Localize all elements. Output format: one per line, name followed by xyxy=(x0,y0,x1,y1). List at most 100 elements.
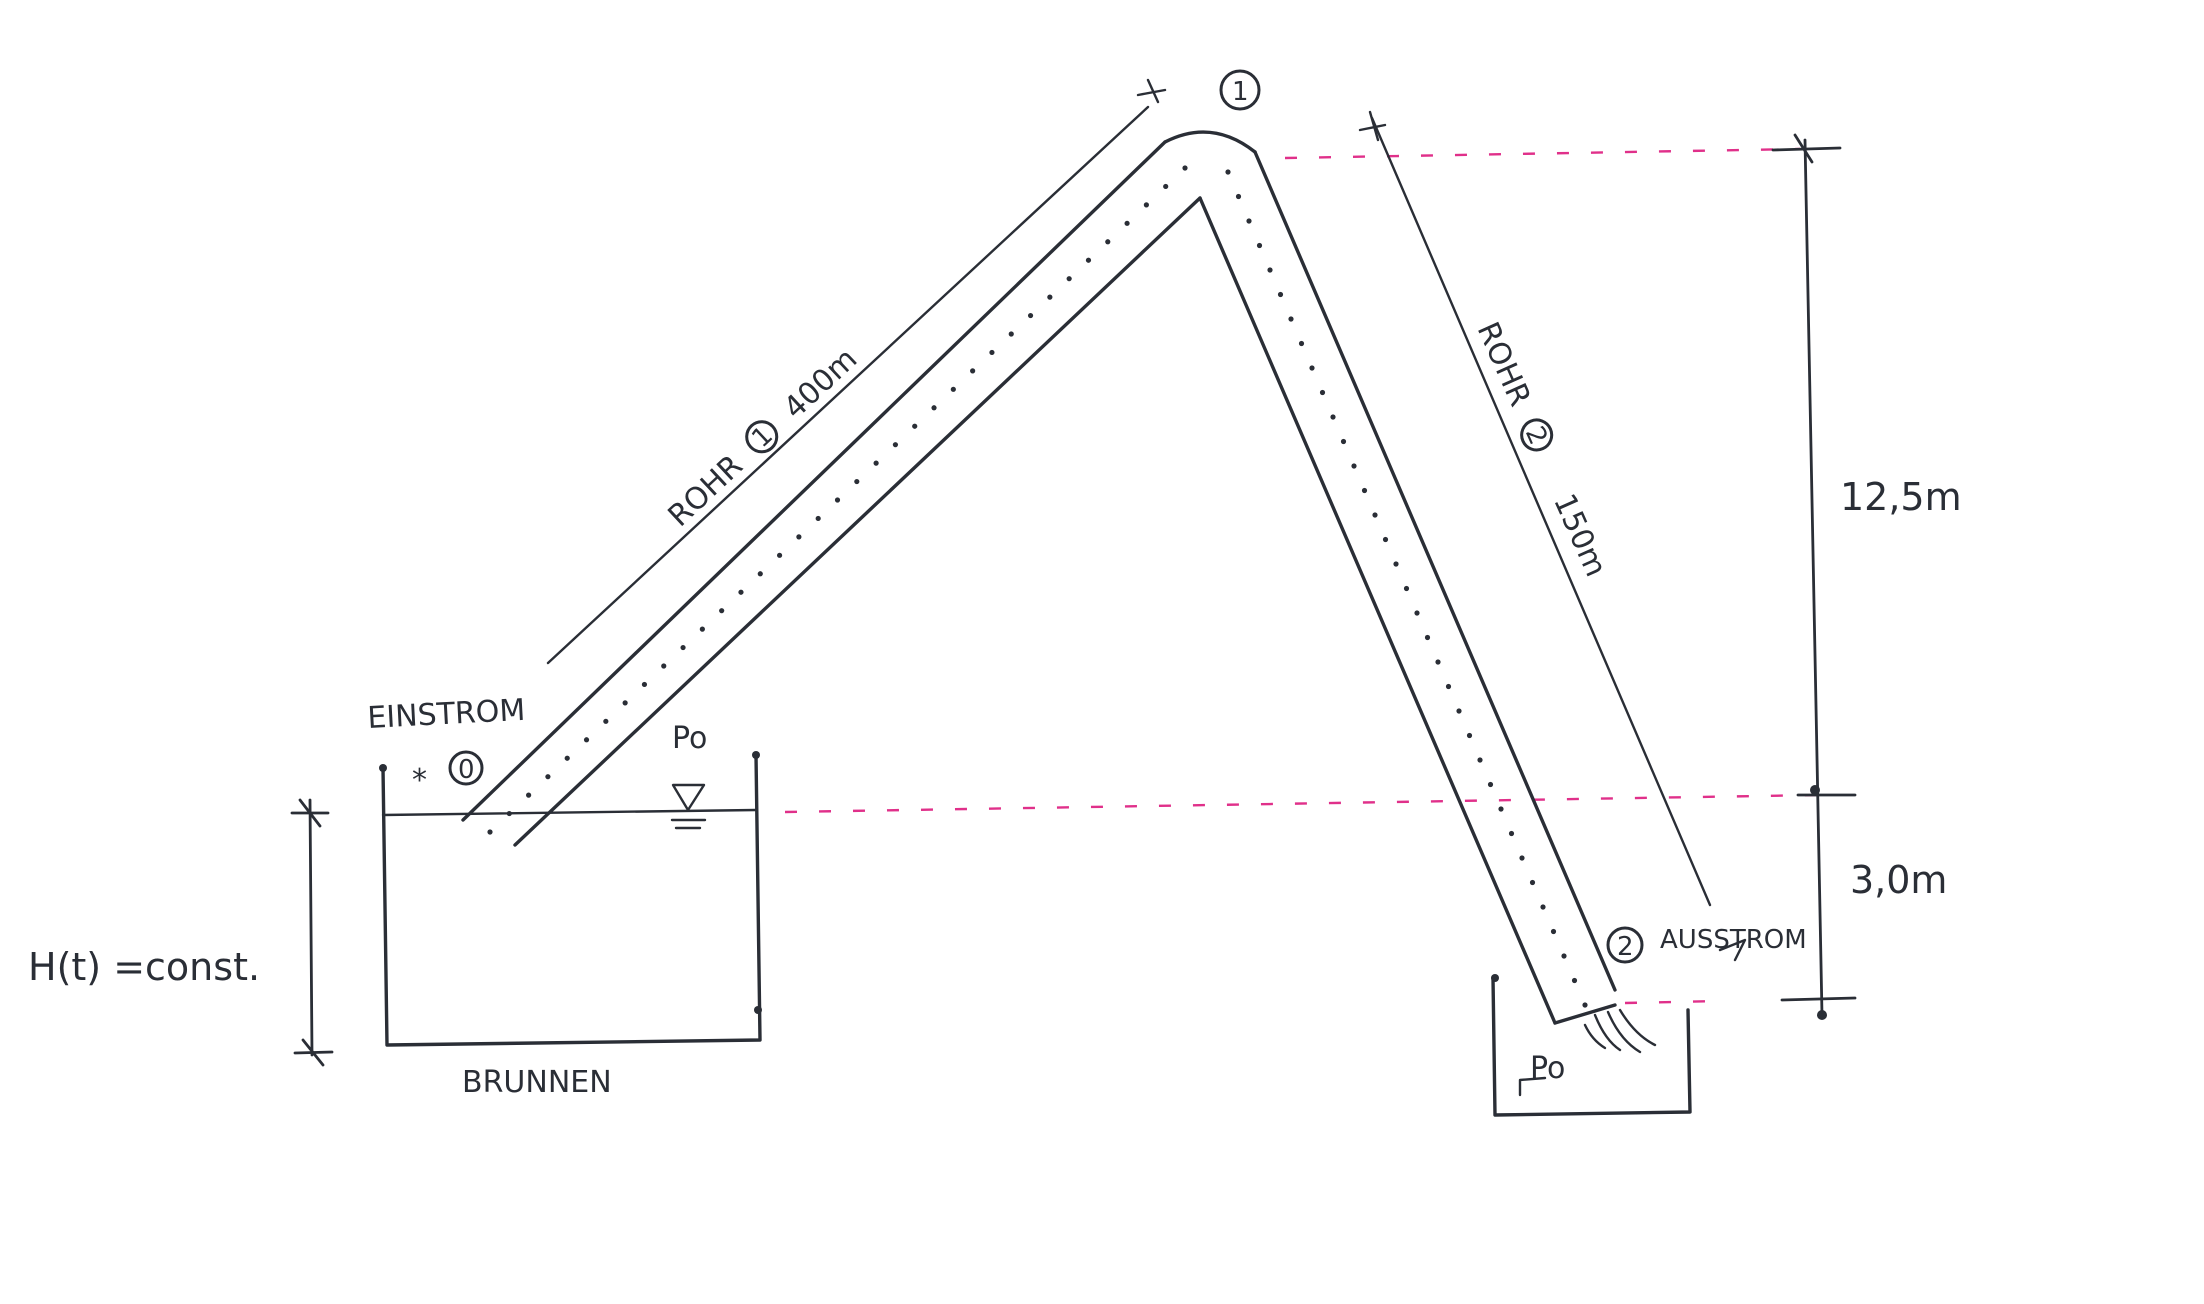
p0-right-label: Po xyxy=(1530,1051,1565,1086)
centerline-dot xyxy=(719,608,725,614)
centerline-dot xyxy=(506,810,512,817)
centerline-dot xyxy=(603,718,609,724)
rohr1-length: 400m xyxy=(777,342,864,427)
einstrom-label: EINSTROM xyxy=(367,693,527,736)
centerline-dot xyxy=(1424,634,1431,641)
centerline-dot xyxy=(622,700,628,706)
vertical-dimension xyxy=(1771,133,1857,1020)
centerline-dot xyxy=(912,423,918,429)
centerline-dot xyxy=(661,663,667,669)
brunnen-label: BRUNNEN xyxy=(462,1065,612,1100)
centerline-dot xyxy=(1550,928,1557,935)
centerline-dot xyxy=(1288,316,1294,322)
centerline-dot xyxy=(1143,202,1149,208)
centerline-dot xyxy=(815,515,821,522)
rohr2-label-group: ROHR 2 150m xyxy=(1470,317,1614,582)
reference-line-outlet xyxy=(1624,999,1721,1005)
centerline-dot xyxy=(989,349,995,356)
centerline-dot xyxy=(1182,165,1188,171)
point-0-marker: * 0 xyxy=(412,750,484,798)
centerline-dot xyxy=(1066,276,1072,282)
centerline-dot xyxy=(1225,169,1231,175)
centerline-dot xyxy=(1351,463,1357,469)
pipe-centerline xyxy=(487,165,1588,1008)
centerline-dot xyxy=(1235,193,1242,200)
centerline-dot xyxy=(1256,242,1263,249)
centerline-dot xyxy=(776,552,783,558)
ausstrom-label: AUSSTROM xyxy=(1660,925,1807,955)
rohr1-label: ROHR xyxy=(662,448,750,534)
centerline-dot xyxy=(854,478,860,485)
centerline-dot xyxy=(1085,257,1092,263)
centerline-dot xyxy=(641,681,648,688)
centerline-dot xyxy=(1582,1002,1588,1008)
centerline-dot xyxy=(1008,331,1014,337)
point-1-label: 1 xyxy=(1232,77,1249,107)
centerline-dot xyxy=(564,755,570,761)
pipe-1 xyxy=(461,130,1257,847)
centerline-dot xyxy=(873,460,879,466)
centerline-dot xyxy=(1277,291,1284,298)
centerline-dot xyxy=(834,497,841,503)
centerline-dot xyxy=(1435,659,1441,665)
dim-upper-label: 12,5m xyxy=(1840,475,1962,519)
water-surface-line xyxy=(381,808,758,817)
point-0-label: 0 xyxy=(458,755,475,785)
pipe-2 xyxy=(1198,150,1617,1025)
rohr2-length: 150m xyxy=(1546,489,1613,582)
centerline-dot xyxy=(1456,708,1462,714)
centerline-dot xyxy=(796,534,802,540)
centerline-dot xyxy=(1047,294,1053,300)
centerline-dot xyxy=(583,737,590,743)
rohr2-label: ROHR xyxy=(1470,317,1538,412)
centerline-dot xyxy=(1487,781,1494,788)
centerline-dot xyxy=(1298,340,1305,347)
centerline-dot xyxy=(1466,732,1473,739)
centerline-dot xyxy=(1414,610,1420,616)
centerline-dot xyxy=(1163,183,1169,190)
centerline-dot xyxy=(757,571,763,577)
centerline-dot xyxy=(545,774,551,780)
centerline-dot xyxy=(1477,757,1483,763)
reference-line-water-level xyxy=(784,793,1821,814)
svg-text:*: * xyxy=(412,763,427,798)
rohr1-label-group: ROHR 1 400m xyxy=(662,342,865,534)
centerline-dot xyxy=(950,386,956,392)
dim-lower-label: 3,0m xyxy=(1850,858,1947,902)
centerline-dot xyxy=(1124,220,1130,226)
p0-left-label: Po xyxy=(672,721,707,756)
outlet-basin xyxy=(1491,974,1692,1117)
centerline-dot xyxy=(1540,904,1546,910)
centerline-dot xyxy=(1361,487,1368,494)
centerline-dot xyxy=(1571,977,1578,984)
centerline-dot xyxy=(1372,512,1378,518)
centerline-dot xyxy=(1340,438,1347,445)
centerline-dot xyxy=(1561,953,1567,959)
centerline-dot xyxy=(1246,218,1252,224)
centerline-dot xyxy=(1498,806,1504,812)
centerline-dot xyxy=(680,644,686,651)
centerline-dot xyxy=(1027,312,1034,319)
centerline-dot xyxy=(1403,585,1410,592)
height-label: H(t) =const. xyxy=(28,945,260,989)
centerline-dot xyxy=(1508,830,1515,837)
point-2-marker: 2 xyxy=(1606,926,1644,964)
centerline-dot xyxy=(970,368,976,374)
centerline-dot xyxy=(738,589,744,595)
free-surface-triangle-icon xyxy=(670,783,707,830)
centerline-dot xyxy=(1267,267,1273,273)
height-dimension xyxy=(290,798,334,1067)
centerline-dot xyxy=(487,829,493,835)
centerline-dot xyxy=(892,442,899,448)
centerline-dot xyxy=(1529,879,1536,886)
ausstrom-arrow xyxy=(1718,938,1747,962)
reference-line-top xyxy=(1284,147,1801,160)
point-1-marker: 1 xyxy=(1219,69,1261,111)
centerline-dot xyxy=(1519,855,1525,861)
centerline-dot xyxy=(1319,389,1326,396)
rohr2-dimension xyxy=(1358,110,1712,907)
centerline-dot xyxy=(699,626,705,632)
point-2-label: 2 xyxy=(1617,932,1634,962)
centerline-dot xyxy=(526,792,532,798)
